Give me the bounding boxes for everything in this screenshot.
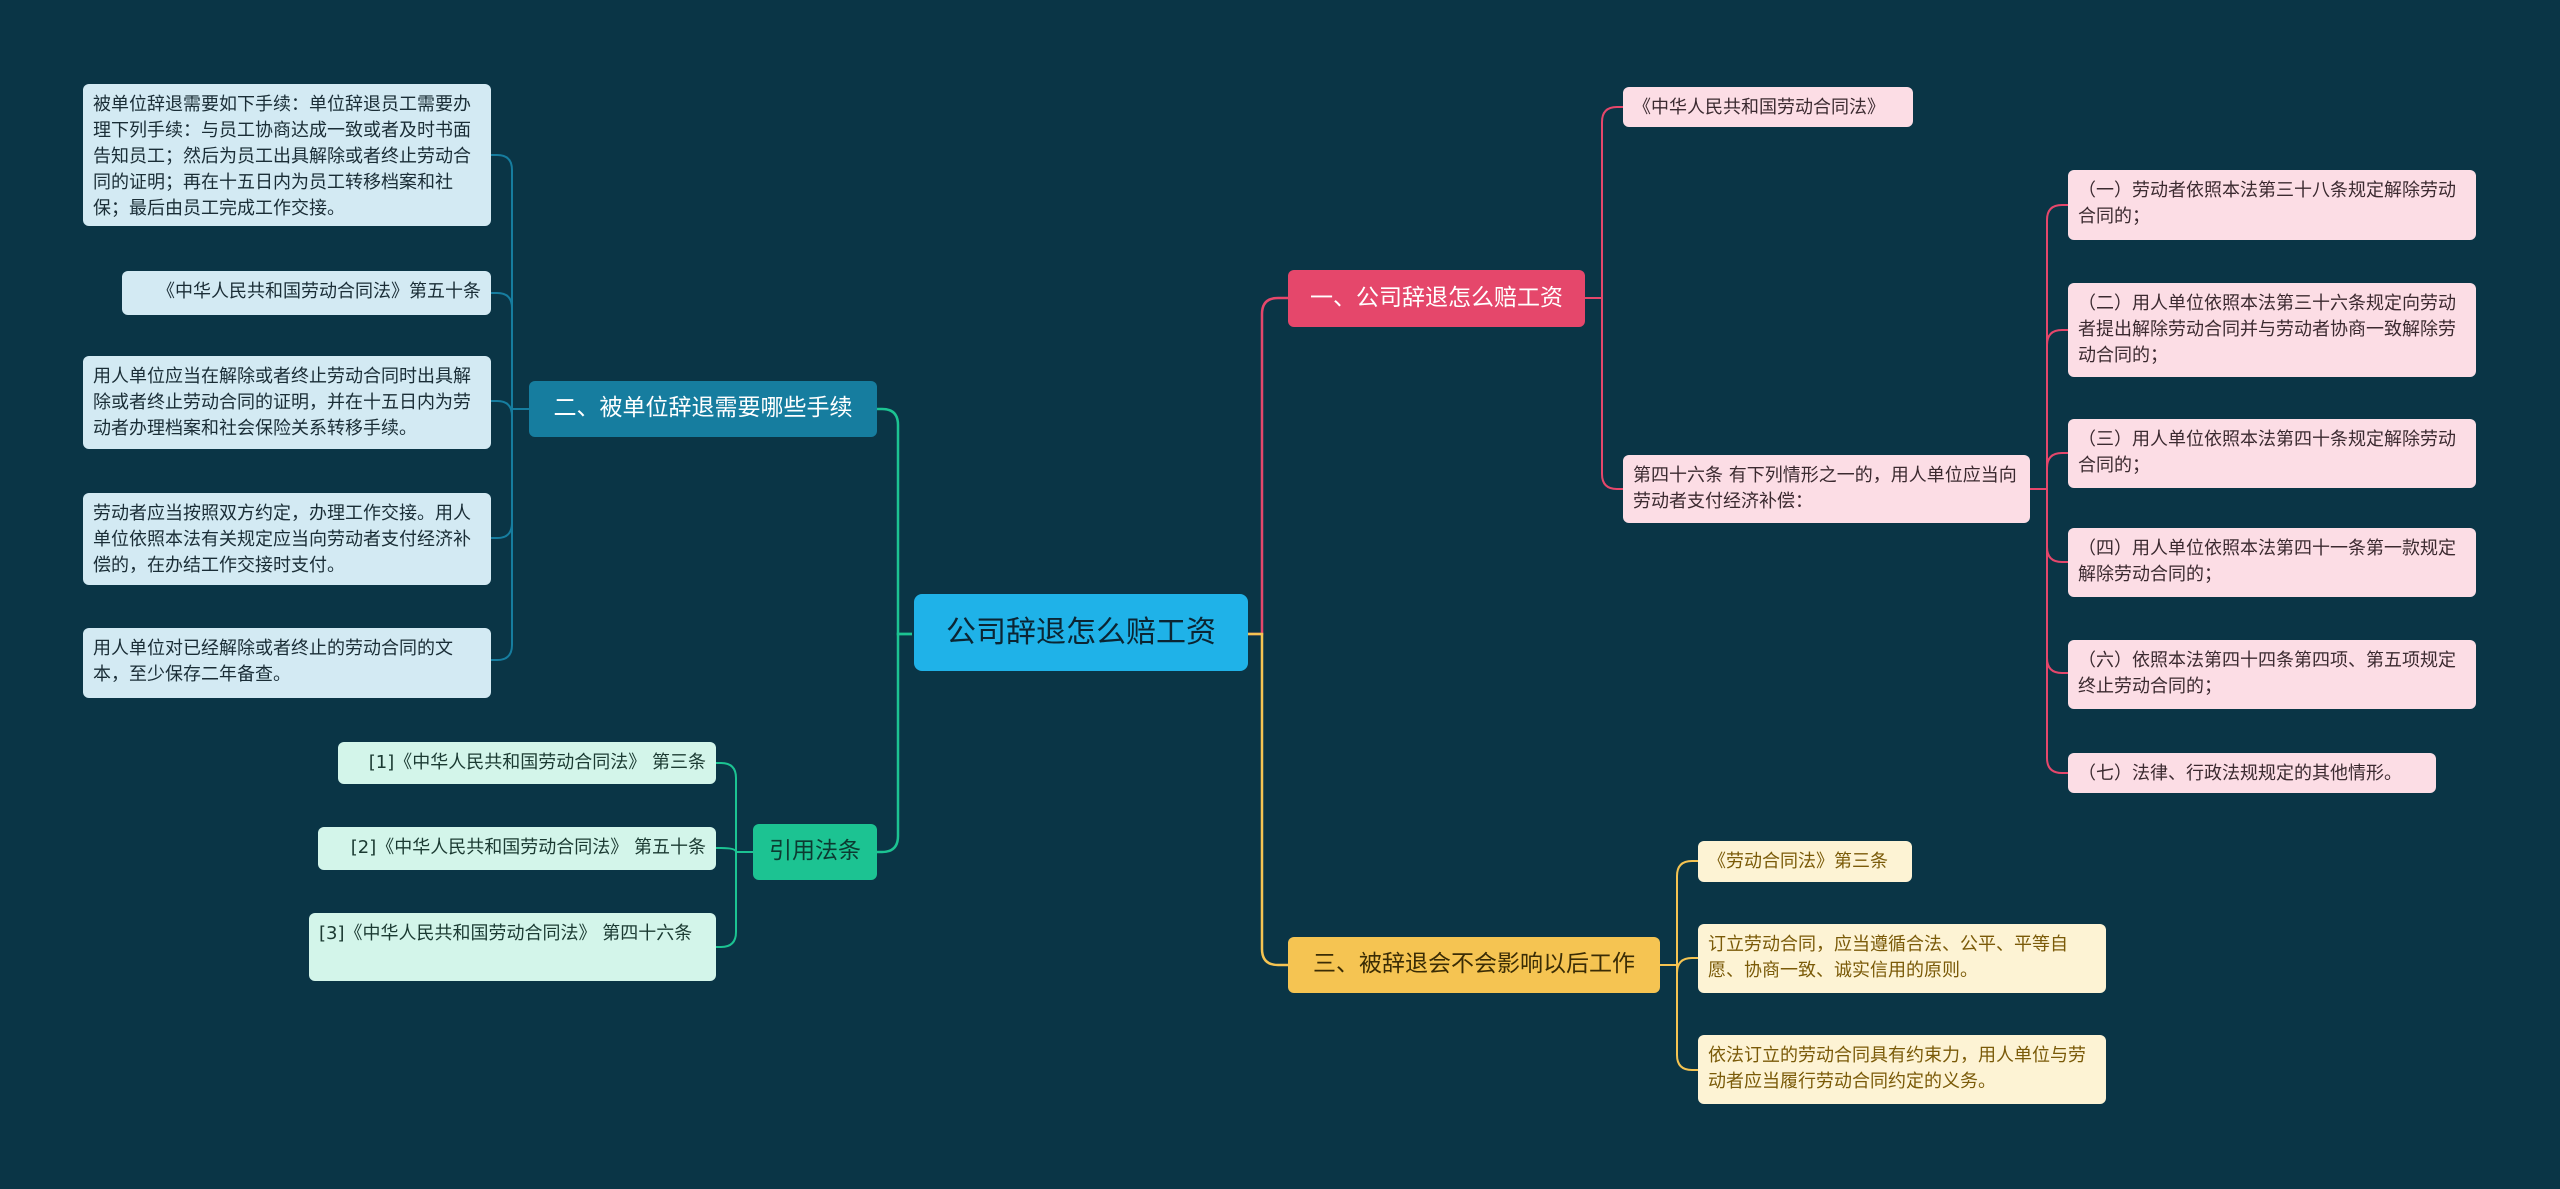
link-branch3-item1 bbox=[716, 762, 753, 853]
citation-3[interactable]: [3]《中华人民共和国劳动合同法》 第四十六条 bbox=[309, 913, 716, 981]
link-article-item3 bbox=[2030, 452, 2068, 490]
root-topic[interactable]: 公司辞退怎么赔工资 bbox=[914, 594, 1248, 671]
link-branch2-item1 bbox=[491, 154, 529, 410]
link-article-item5 bbox=[2030, 488, 2068, 674]
link-branch2-item4 bbox=[491, 408, 529, 539]
article-item-5[interactable]: （六）依照本法第四十四条第四项、第五项规定终止劳动合同的； bbox=[2068, 640, 2476, 709]
link-branch1-law bbox=[1585, 106, 1623, 299]
link-root-branch3 bbox=[877, 632, 912, 854]
link-root-branch4 bbox=[1248, 632, 1288, 967]
contract-principles-node[interactable]: 订立劳动合同，应当遵循合法、公平、平等自愿、协商一致、诚实信用的原则。 bbox=[1698, 924, 2106, 993]
article-item-1[interactable]: （一）劳动者依照本法第三十八条规定解除劳动合同的； bbox=[2068, 170, 2476, 240]
link-root-branch1 bbox=[1248, 296, 1288, 636]
link-root-branch2 bbox=[877, 407, 912, 636]
branch-procedures[interactable]: 二、被单位辞退需要哪些手续 bbox=[529, 381, 877, 437]
document-retention-node[interactable]: 用人单位对已经解除或者终止的劳动合同的文本，至少保存二年备查。 bbox=[83, 628, 491, 698]
contract-binding-node[interactable]: 依法订立的劳动合同具有约束力，用人单位与劳动者应当履行劳动合同约定的义务。 bbox=[1698, 1035, 2106, 1104]
procedure-summary-node[interactable]: 被单位辞退需要如下手续：单位辞退员工需要办理下列手续：与员工协商达成一致或者及时… bbox=[83, 84, 491, 226]
citation-1[interactable]: [1]《中华人民共和国劳动合同法》 第三条 bbox=[338, 742, 716, 784]
link-article-item1 bbox=[2030, 204, 2068, 490]
link-article-item2 bbox=[2030, 329, 2068, 490]
work-handover-node[interactable]: 劳动者应当按照双方约定，办理工作交接。用人单位依照本法有关规定应当向劳动者支付经… bbox=[83, 493, 491, 585]
link-branch1-article bbox=[1585, 297, 1623, 490]
link-branch2-item5 bbox=[491, 408, 529, 661]
link-branch4-item1 bbox=[1660, 860, 1698, 966]
article-item-3[interactable]: （三）用人单位依照本法第四十条规定解除劳动合同的； bbox=[2068, 419, 2476, 488]
branch-future-work[interactable]: 三、被辞退会不会影响以后工作 bbox=[1288, 937, 1660, 993]
link-article-item6 bbox=[2030, 488, 2068, 774]
link-article-item4 bbox=[2030, 488, 2068, 563]
law-article-50-node[interactable]: 《中华人民共和国劳动合同法》第五十条 bbox=[122, 271, 491, 315]
law-title-node[interactable]: 《中华人民共和国劳动合同法》 bbox=[1623, 87, 1913, 127]
certificate-requirement-node[interactable]: 用人单位应当在解除或者终止劳动合同时出具解除或者终止劳动合同的证明，并在十五日内… bbox=[83, 356, 491, 449]
article-46-node[interactable]: 第四十六条 有下列情形之一的，用人单位应当向劳动者支付经济补偿： bbox=[1623, 455, 2030, 523]
article-item-2[interactable]: （二）用人单位依照本法第三十六条规定向劳动者提出解除劳动合同并与劳动者协商一致解… bbox=[2068, 283, 2476, 377]
link-branch4-item3 bbox=[1660, 964, 1698, 1071]
citation-2[interactable]: [2]《中华人民共和国劳动合同法》 第五十条 bbox=[318, 827, 716, 870]
branch-compensation[interactable]: 一、公司辞退怎么赔工资 bbox=[1288, 270, 1585, 327]
article-item-4[interactable]: （四）用人单位依照本法第四十一条第一款规定解除劳动合同的； bbox=[2068, 528, 2476, 597]
link-branch2-item2 bbox=[491, 292, 529, 410]
link-branch3-item3 bbox=[716, 851, 753, 948]
article-item-6[interactable]: （七）法律、行政法规规定的其他情形。 bbox=[2068, 753, 2436, 793]
branch-cited-laws[interactable]: 引用法条 bbox=[753, 824, 877, 880]
labor-law-article-3-node[interactable]: 《劳动合同法》第三条 bbox=[1698, 841, 1912, 882]
